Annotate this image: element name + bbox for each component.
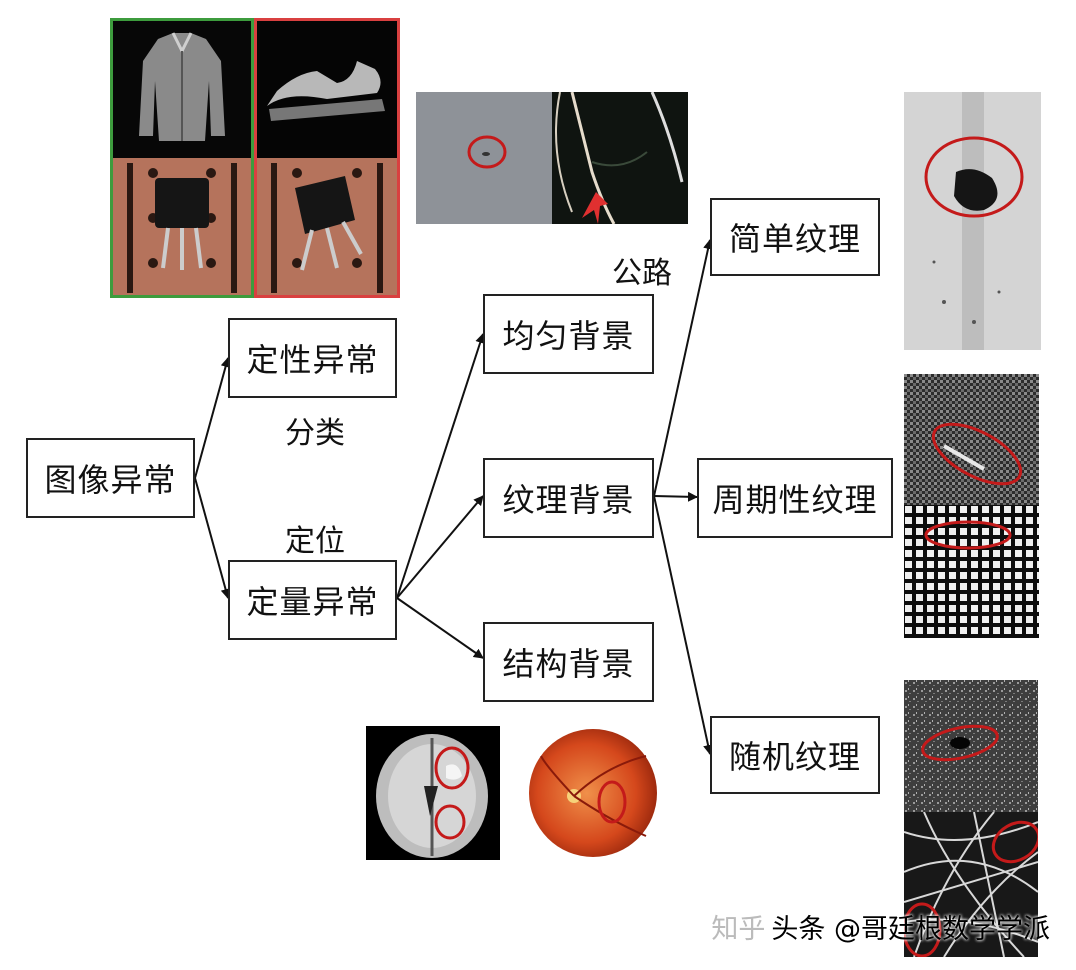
thumb-sandal-anomaly bbox=[254, 18, 400, 158]
edge-root-quantitative bbox=[194, 477, 231, 599]
thumb-jacket-normal bbox=[110, 18, 254, 158]
edge-quant-uniform bbox=[396, 333, 485, 599]
node-qualitative-anomaly: 定性异常 bbox=[228, 318, 397, 398]
node-image-anomaly: 图像异常 bbox=[26, 438, 195, 518]
node-periodic-texture: 周期性纹理 bbox=[697, 458, 893, 538]
edge-quant-texture bbox=[396, 495, 484, 599]
thumb-brain-mri bbox=[366, 726, 500, 860]
watermark: 知乎头条 @哥廷根数学学派 bbox=[711, 907, 1050, 946]
thumb-periodic-fabric bbox=[904, 374, 1039, 505]
edge-root-qualitative bbox=[194, 357, 231, 479]
thumb-periodic-grid bbox=[904, 505, 1039, 638]
node-random-texture: 随机纹理 bbox=[710, 716, 880, 794]
node-structure-background: 结构背景 bbox=[483, 622, 654, 702]
thumb-simple-texture bbox=[904, 92, 1041, 350]
thumb-transistor-anomaly bbox=[254, 158, 400, 298]
watermark-prefix: 知乎 bbox=[711, 914, 766, 945]
edge-texture-simple bbox=[653, 239, 713, 497]
node-quantitative-anomaly: 定量异常 bbox=[228, 560, 397, 640]
edge-texture-random bbox=[653, 495, 713, 755]
node-texture-background: 纹理背景 bbox=[483, 458, 654, 538]
label-classify: 分类 bbox=[285, 416, 345, 451]
label-locate: 定位 bbox=[285, 524, 345, 559]
edge-texture-periodic bbox=[653, 491, 698, 502]
thumb-uniform-gray bbox=[416, 92, 552, 224]
thumb-road-aerial bbox=[552, 92, 688, 224]
watermark-text: 头条 @哥廷根数学学派 bbox=[771, 914, 1050, 945]
thumb-random-fibers bbox=[904, 812, 1038, 957]
edge-quant-structure bbox=[396, 597, 484, 659]
node-simple-texture: 简单纹理 bbox=[710, 198, 880, 276]
label-road: 公路 bbox=[612, 256, 672, 291]
thumb-retina-fundus bbox=[526, 726, 660, 860]
node-uniform-background: 均匀背景 bbox=[483, 294, 654, 374]
thumb-transistor-normal bbox=[110, 158, 254, 298]
thumb-random-noise bbox=[904, 680, 1038, 812]
